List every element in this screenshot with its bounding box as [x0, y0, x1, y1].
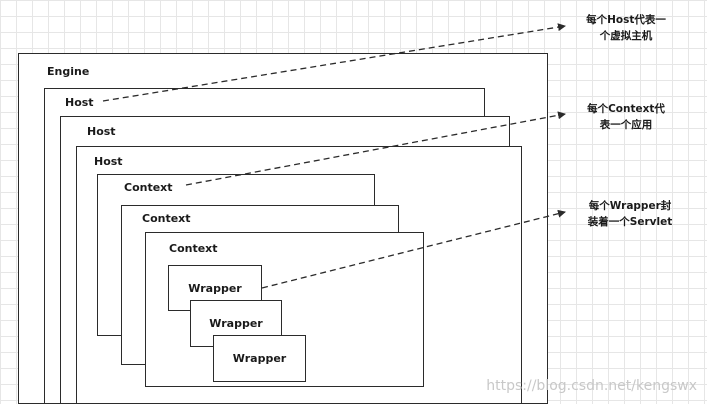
context-label-2: Context [142, 212, 191, 225]
wrapper-note: 每个Wrapper封 装着一个Servlet [578, 198, 682, 230]
host-label-2: Host [87, 125, 116, 138]
watermark: https://blog.csdn.net/kengswx [486, 378, 697, 394]
wrapper-box-3: Wrapper [213, 335, 306, 382]
wrapper-note-line-1: 每个Wrapper封 [588, 200, 672, 212]
context-note-line-2: 表一个应用 [599, 119, 653, 131]
wrapper-label-1: Wrapper [188, 281, 242, 295]
host-arrow [102, 23, 566, 102]
context-arrow [185, 111, 566, 186]
wrapper-arrow [261, 209, 566, 289]
host-note-line-1: 每个Host代表一 [586, 14, 666, 26]
context-note: 每个Context代 表一个应用 [578, 101, 674, 133]
host-note-line-2: 个虚拟主机 [599, 30, 653, 42]
host-label-1: Host [65, 96, 94, 109]
engine-label: Engine [47, 65, 90, 78]
wrapper-label-2: Wrapper [209, 317, 263, 330]
wrapper-label-3: Wrapper [232, 352, 287, 365]
context-label-1: Context [124, 181, 173, 194]
context-label-3: Context [169, 242, 218, 255]
wrapper-note-line-2: 装着一个Servlet [587, 216, 673, 228]
context-note-line-1: 每个Context代 [587, 103, 665, 115]
host-note: 每个Host代表一 个虚拟主机 [578, 12, 674, 44]
host-label-3: Host [94, 155, 123, 168]
